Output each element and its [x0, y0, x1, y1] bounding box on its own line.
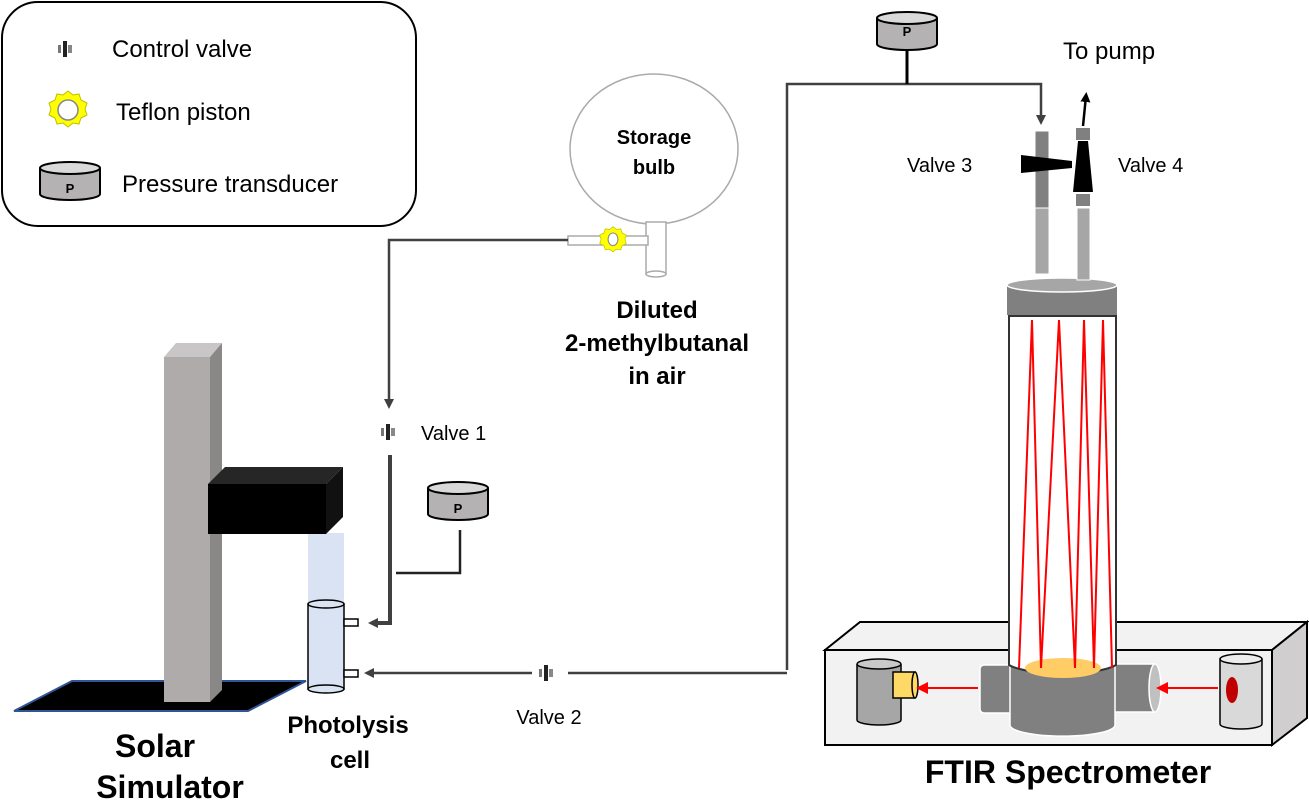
legend-label-teflon-piston: Teflon piston: [116, 99, 251, 126]
storage-bulb: Storage bulb Diluted 2-methylbutanal in …: [565, 73, 749, 390]
teflon-piston-icon: [48, 90, 88, 128]
legend-label-pressure-transducer: Pressure transducer: [122, 171, 338, 198]
bulb-stem: [645, 221, 667, 275]
svg-text:P: P: [454, 501, 463, 516]
cell-port-top: [343, 618, 359, 627]
legend-box: [1, 1, 417, 227]
photolysis-cell: Photolysis cell: [287, 599, 409, 774]
to-pump-label: To pump: [1063, 38, 1155, 65]
photolysis-label-1: Photolysis: [287, 712, 408, 739]
multipass-cell: [1006, 277, 1118, 678]
valve4-handle[interactable]: [1073, 141, 1093, 192]
to-pump-arrow: [1080, 92, 1091, 127]
pipe-ftir-main: [785, 82, 1046, 670]
solar-label-2: Simulator: [96, 769, 244, 804]
valve-4-assembly[interactable]: [1073, 128, 1093, 281]
pipe-valve1-to-cell: [368, 455, 392, 628]
valve2-icon[interactable]: [539, 665, 553, 681]
legend-label-control-valve: Control valve: [112, 36, 252, 63]
valve1-label: Valve 1: [421, 423, 486, 445]
valve-3-assembly[interactable]: [1021, 130, 1072, 275]
cell-port-bottom: [343, 669, 359, 678]
diluted-label-3: in air: [628, 363, 685, 390]
ir-beam-path: [1018, 319, 1113, 669]
simulator-base: [13, 680, 307, 712]
pressure-transducer-cell: P: [427, 481, 489, 521]
ir-source: [1219, 653, 1263, 730]
pressure-transducer-icon: P: [39, 161, 101, 201]
pressure-transducer-top: P: [876, 11, 938, 51]
diluted-label-2: 2-methylbutanal: [565, 330, 749, 357]
svg-text:P: P: [903, 24, 912, 39]
pipe-bulb-to-valve1: [384, 238, 568, 409]
simulator-column: [164, 357, 210, 702]
teflon-piston-icon: [599, 226, 627, 253]
lamp-housing: [208, 484, 326, 534]
legend: Control valve Teflon piston P Pressure t…: [1, 1, 417, 227]
valve1-icon[interactable]: [381, 424, 395, 440]
bottom-mirror: [1025, 658, 1101, 678]
valve2-label: Valve 2: [516, 707, 581, 729]
valve4-label: Valve 4: [1118, 155, 1183, 177]
valve3-label: Valve 3: [907, 155, 972, 177]
valve3-handle[interactable]: [1021, 155, 1072, 173]
svg-text:P: P: [66, 181, 75, 196]
diluted-label-1: Diluted: [616, 297, 697, 324]
photolysis-label-2: cell: [330, 747, 370, 774]
svg-text:bulb: bulb: [633, 157, 675, 179]
pipe-transducer-cell: [396, 530, 462, 575]
ftir-label: FTIR Spectrometer: [925, 754, 1211, 790]
detector: [856, 658, 919, 726]
solar-label-1: Solar: [115, 728, 195, 764]
svg-text:Storage: Storage: [617, 127, 691, 149]
